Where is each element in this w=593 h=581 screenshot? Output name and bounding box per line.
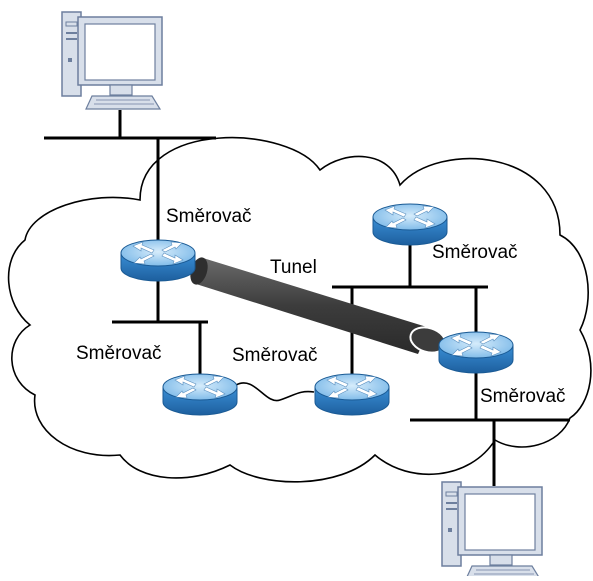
router-bottom-left-label: Směrovač (76, 343, 162, 364)
router-top-right-icon (372, 203, 448, 246)
router-bottom-left-icon (162, 373, 238, 416)
router-bottom-mid-icon (314, 373, 390, 416)
router-top-left-label: Směrovač (166, 206, 252, 227)
router-bottom-mid-label: Směrovač (232, 345, 318, 366)
router-top-left-icon (120, 239, 196, 282)
computer-bottom-icon (441, 481, 543, 580)
tunnel-label: Tunel (270, 257, 317, 278)
computer-top-icon (61, 11, 163, 110)
router-right-label: Směrovač (480, 386, 566, 407)
router-right-icon (438, 331, 514, 374)
serial-link (235, 382, 315, 402)
router-top-right-label: Směrovač (432, 242, 518, 263)
